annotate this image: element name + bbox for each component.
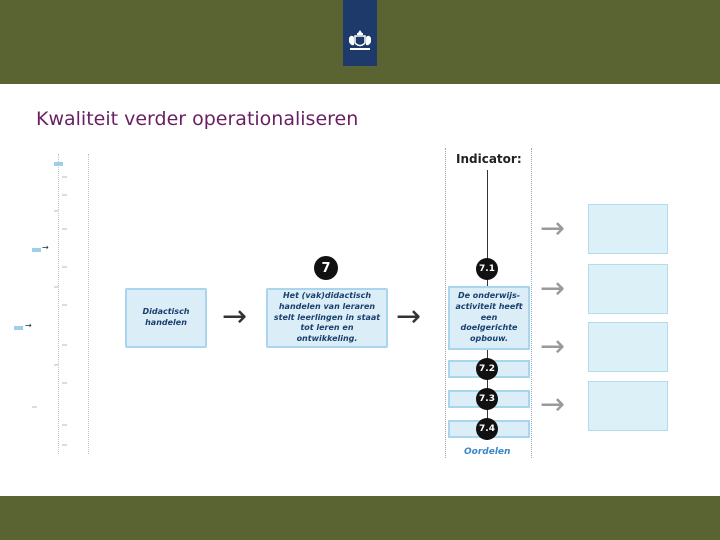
output-box <box>588 322 668 372</box>
indicator-column <box>445 148 532 458</box>
strip-arrow-icon: → <box>42 243 49 252</box>
arrow-right-icon: → <box>396 299 422 334</box>
output-box <box>588 264 668 314</box>
strip-tick <box>32 406 37 408</box>
strip-divider <box>58 154 59 454</box>
strip-tick <box>62 424 67 426</box>
strip-tick <box>62 304 67 306</box>
grey-arrow-right-icon: → <box>540 271 566 306</box>
box-didactisch-handelen: Didactisch handelen <box>125 288 207 348</box>
strip-tick <box>54 286 59 288</box>
strip-divider <box>88 154 89 454</box>
strip-marker <box>54 162 63 166</box>
strip-tick <box>62 382 67 384</box>
indicator-text-7-1: De onderwijs-activiteit heeft een doelge… <box>455 291 523 344</box>
strip-tick <box>54 210 59 212</box>
indicator-badge-7-1: 7.1 <box>476 258 498 280</box>
indicator-badge-7-3: 7.3 <box>476 388 498 410</box>
strip-marker <box>14 326 23 330</box>
strip-arrow-icon: → <box>25 321 32 330</box>
slide-title: Kwaliteit verder operationaliseren <box>36 108 359 130</box>
header-bar <box>0 0 720 84</box>
arrow-right-icon: → <box>222 299 248 334</box>
standard-number-badge: 7 <box>314 256 338 280</box>
grey-arrow-right-icon: → <box>540 329 566 364</box>
strip-tick <box>62 266 67 268</box>
indicator-badge-7-4: 7.4 <box>476 418 498 440</box>
oordelen-label: Oordelen <box>464 447 511 457</box>
strip-tick <box>62 228 67 230</box>
government-logo <box>343 0 377 66</box>
royal-coat-of-arms-icon <box>349 30 371 50</box>
strip-tick <box>54 364 59 366</box>
strip-marker <box>32 248 41 252</box>
output-box <box>588 381 668 431</box>
side-navigation-strip: → → <box>14 154 112 454</box>
grey-arrow-right-icon: → <box>540 387 566 422</box>
indicator-badge-7-2: 7.2 <box>476 358 498 380</box>
strip-tick <box>62 444 67 446</box>
strip-tick <box>62 194 67 196</box>
grey-arrow-right-icon: → <box>540 211 566 246</box>
strip-tick <box>62 344 67 346</box>
indicator-box-7-1 <box>448 286 530 350</box>
box-standard-description: Het (vak)didactisch handelen van leraren… <box>266 288 388 348</box>
strip-tick <box>62 176 67 178</box>
footer-bar <box>0 496 720 540</box>
output-box <box>588 204 668 254</box>
indicator-label: Indicator: <box>456 152 522 166</box>
